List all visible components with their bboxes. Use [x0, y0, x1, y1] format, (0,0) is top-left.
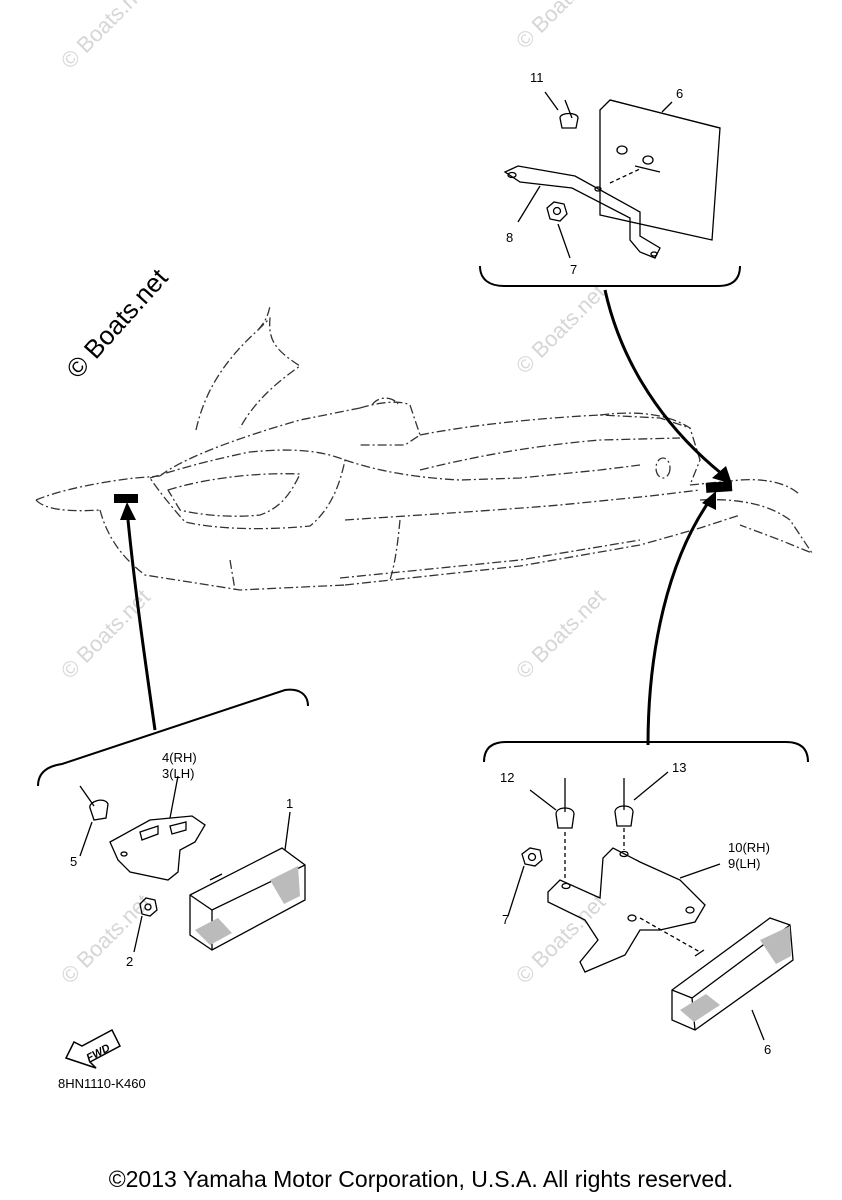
watermark: © Boats.net: [511, 889, 610, 988]
right-detail: [507, 771, 794, 1041]
top-detail: [503, 91, 721, 259]
right-reflector-texture: [680, 926, 791, 1022]
callout-5: 5: [70, 854, 77, 869]
callout-2: 2: [126, 954, 133, 969]
diagram-part-number: 8HN1110-K460: [58, 1076, 146, 1091]
callout-13: 13: [672, 760, 686, 775]
watermark: © Boats.net: [511, 279, 610, 378]
snowmobile-outline: [35, 305, 813, 591]
arrow-heads: [120, 466, 732, 520]
watermark: © Boats.net: [56, 0, 155, 74]
left-reflector-texture: [195, 866, 300, 945]
callout-4-rh: 4(RH): [162, 750, 197, 765]
callout-10-rh: 10(RH): [728, 840, 770, 855]
watermark: © Boats.net: [56, 584, 155, 683]
detail-frames: [37, 265, 809, 787]
rear-reflector-location: [705, 481, 733, 493]
front-reflector-location: [114, 494, 138, 503]
callout-1: 1: [286, 796, 293, 811]
watermark-group: © Boats.net © Boats.net © Boats.net © Bo…: [56, 0, 610, 989]
callout-7-bottom: 7: [502, 912, 509, 927]
watermark-main: © Boats.net: [60, 262, 174, 384]
callout-7-top: 7: [570, 262, 577, 277]
callout-6-top: 6: [676, 86, 683, 101]
fwd-arrow-icon: FWD: [64, 1028, 121, 1069]
leader-arrows: [126, 289, 723, 746]
watermark: © Boats.net: [511, 584, 610, 683]
copyright-notice: ©2013 Yamaha Motor Corporation, U.S.A. A…: [108, 1166, 734, 1192]
callout-12: 12: [500, 770, 514, 785]
callout-3-lh: 3(LH): [162, 766, 195, 781]
watermark: © Boats.net: [511, 0, 610, 54]
callout-9-lh: 9(LH): [728, 856, 761, 871]
callout-8: 8: [506, 230, 513, 245]
callout-6-bottom: 6: [764, 1042, 771, 1057]
callout-11: 11: [530, 70, 544, 85]
